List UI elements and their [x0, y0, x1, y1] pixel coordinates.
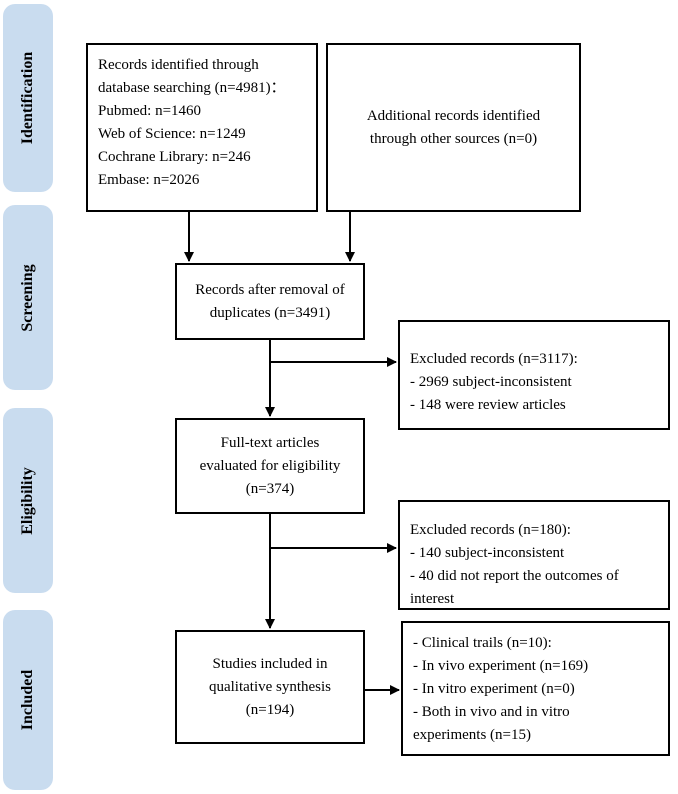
phase-identification: Identification: [3, 4, 53, 192]
fulltext-line-2: evaluated for eligibility: [199, 457, 341, 474]
excluded1-line-3: - 148 were review articles: [410, 397, 566, 413]
breakdown-line-3: - In vitro experiment (n=0): [413, 681, 575, 697]
excluded1-line-1: Excluded records (n=3117):: [410, 351, 578, 367]
excluded2-line-2: - 140 subject-inconsistent: [410, 545, 565, 561]
included-line-3: (n=194): [245, 701, 295, 718]
breakdown-line-2: - In vivo experiment (n=169): [413, 658, 589, 674]
duplicates-removed-box: Records after removal of duplicates (n=3…: [175, 263, 365, 340]
breakdown-line-1: - Clinical trails (n=10):: [413, 635, 552, 651]
duplicates-line-1: Records after removal of: [195, 281, 345, 298]
database-line-1: Records identified through: [98, 57, 259, 73]
breakdown-line-4: - Both in vivo and in vitro: [413, 704, 570, 720]
studies-included-box: Studies included in qualitative synthesi…: [175, 630, 365, 744]
fulltext-line-3: (n=374): [245, 480, 295, 497]
excluded-records-eligibility-box: Excluded records (n=180): - 140 subject-…: [398, 500, 670, 610]
database-line-4: Web of Science: n=1249: [98, 126, 246, 142]
excluded2-line-4: interest: [410, 591, 455, 607]
additional-line-1: Additional records identified: [366, 107, 541, 124]
phase-eligibility: Eligibility: [3, 408, 53, 593]
additional-line-2: through other sources (n=0): [369, 130, 538, 147]
additional-records-box: Additional records identified through ot…: [326, 43, 581, 212]
included-line-2: qualitative synthesis: [208, 678, 332, 695]
fulltext-evaluated-box: Full-text articles evaluated for eligibi…: [175, 418, 365, 514]
database-line-5: Cochrane Library: n=246: [98, 149, 251, 165]
duplicates-line-2: duplicates (n=3491): [209, 304, 331, 321]
excluded-records-screening-box: Excluded records (n=3117): - 2969 subjec…: [398, 320, 670, 430]
included-breakdown-box: - Clinical trails (n=10): - In vivo expe…: [401, 621, 670, 756]
breakdown-line-5: experiments (n=15): [413, 727, 532, 743]
excluded2-line-3: - 40 did not report the outcomes of: [410, 568, 619, 584]
included-line-1: Studies included in: [212, 655, 328, 672]
database-line-2: database searching (n=4981)：: [98, 80, 286, 96]
phase-included: Included: [3, 610, 53, 790]
excluded2-line-1: Excluded records (n=180):: [410, 522, 571, 538]
database-records-box: Records identified through database sear…: [86, 43, 318, 212]
fulltext-line-1: Full-text articles: [220, 434, 320, 451]
database-line-6: Embase: n=2026: [98, 172, 200, 188]
phase-screening: Screening: [3, 205, 53, 390]
excluded1-line-2: - 2969 subject-inconsistent: [410, 374, 572, 390]
database-line-3: Pubmed: n=1460: [98, 103, 202, 119]
